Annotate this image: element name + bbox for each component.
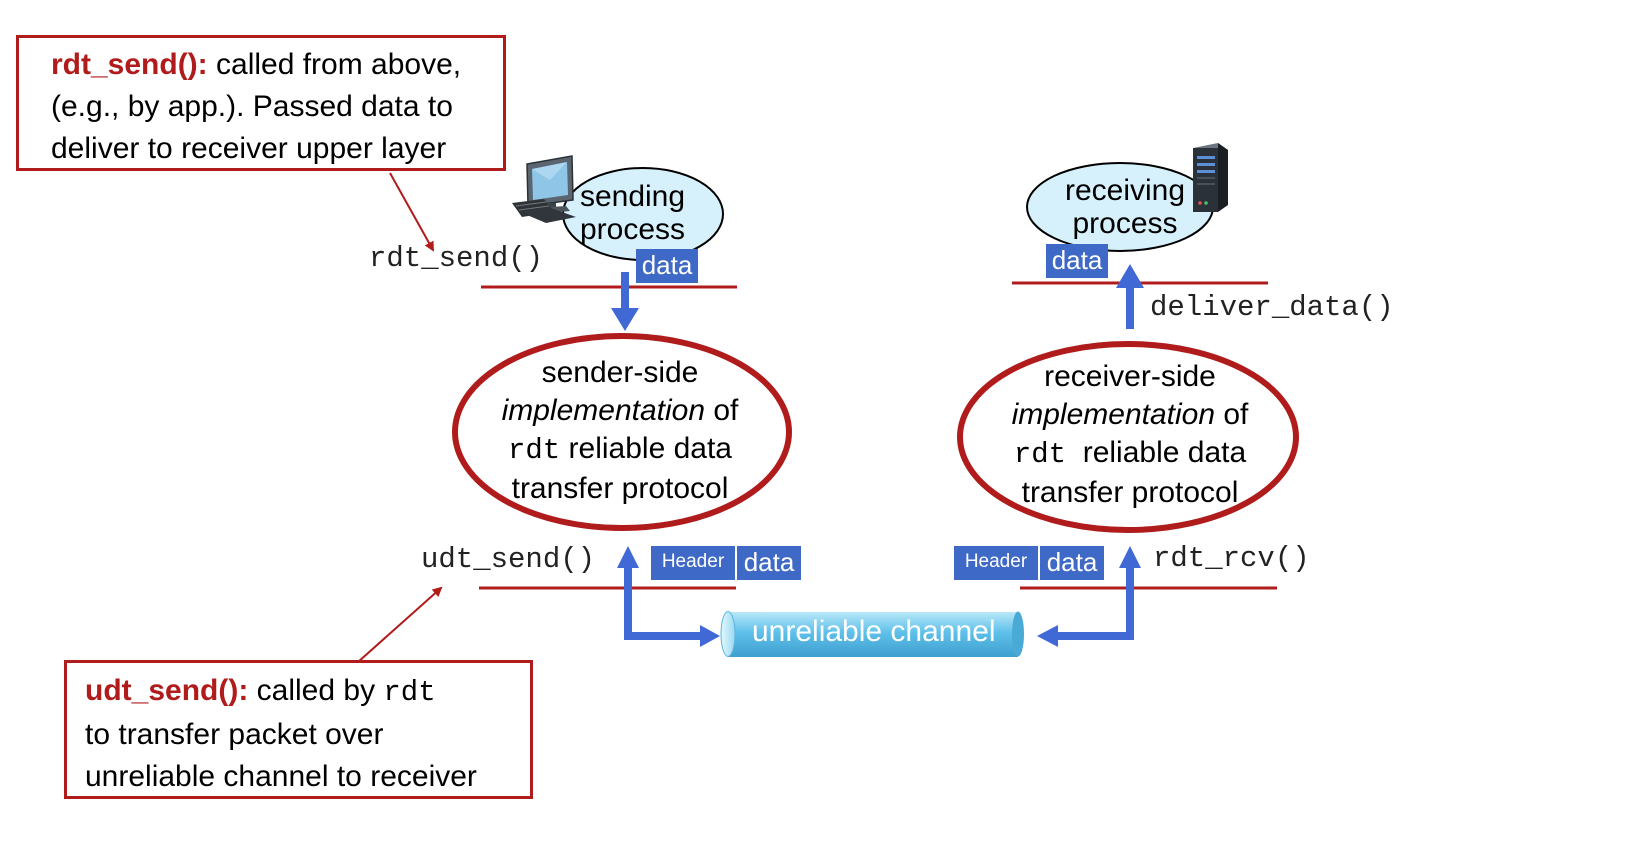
receiver-impl-line2: implementation of: [975, 396, 1285, 434]
server-tower-icon: [1193, 143, 1228, 212]
receiving-process-line2: process: [1072, 207, 1178, 240]
sender-impl-line1: sender-side: [541, 356, 699, 389]
sender-impl-italic: implementation: [501, 394, 706, 427]
sending-process-label: sending process: [560, 180, 705, 246]
rdt-send-callout-line1: rdt_send(): called from above,: [51, 44, 503, 86]
receiver-impl-code: rdt: [1013, 438, 1067, 471]
receiving-process-line1: receiving: [1064, 174, 1186, 207]
udt-send-callout-pointer: [357, 586, 443, 663]
udt-send-callout-line1: udt_send(): called by rdt: [85, 670, 530, 714]
receiver-impl-line3: rdt reliable data: [975, 434, 1285, 474]
receiver-header-tag: Header: [954, 546, 1038, 580]
sender-impl-line4: transfer protocol: [511, 472, 729, 505]
sender-down-arrow: [611, 272, 639, 331]
udt-send-callout-line1-text: called by: [248, 674, 384, 707]
rdt-send-callout-line1-text: called from above,: [207, 48, 462, 81]
rdt-send-callout-line2: (e.g., by app.). Passed data to: [51, 90, 453, 123]
receiver-impl-line3-text: reliable data: [1066, 436, 1247, 469]
receiver-packet-data-tag: data: [1040, 546, 1104, 580]
sender-impl-line3-text: reliable data: [560, 432, 732, 465]
receiver-impl-line4: transfer protocol: [1021, 476, 1239, 509]
sender-impl-code: rdt: [507, 434, 561, 467]
udt-send-callout-code: rdt: [383, 676, 436, 709]
receiver-impl-of: of: [1215, 398, 1249, 431]
sending-process-line1: sending: [579, 180, 686, 213]
udt-send-callout-line2: to transfer packet over: [85, 718, 384, 751]
receiver-implementation-label: receiver-side implementation of rdt reli…: [975, 358, 1285, 512]
sender-packet-data-tag: data: [737, 546, 801, 580]
sender-data-tag: data: [636, 249, 698, 283]
rdt-send-callout: rdt_send(): called from above, (e.g., by…: [16, 35, 506, 171]
udt-send-callout: udt_send(): called by rdt to transfer pa…: [64, 660, 533, 799]
rdt-send-callout-line3: deliver to receiver upper layer: [51, 132, 447, 165]
sender-implementation-ellipse: [452, 333, 792, 531]
udt-send-callout-line3: unreliable channel to receiver: [85, 760, 477, 793]
unreliable-channel-pipe: [720, 611, 1024, 657]
deliver-data-call-label: deliver_data(): [1150, 291, 1394, 324]
receiving-process-label: receiving process: [1048, 174, 1202, 240]
udt-send-call-label: udt_send(): [421, 543, 596, 576]
rdt-send-call-label: rdt_send(): [369, 242, 544, 275]
sending-process-line2: process: [579, 213, 686, 246]
unreliable-channel-label: unreliable channel: [752, 615, 996, 648]
sender-impl-line3: rdt reliable data: [470, 430, 770, 470]
receiver-up-arrow: [1116, 264, 1144, 329]
sender-header-tag: Header: [651, 546, 735, 580]
receiver-data-tag: data: [1046, 244, 1108, 278]
sender-impl-line2: implementation of: [470, 392, 770, 430]
rdt-send-keyword: rdt_send():: [51, 48, 208, 81]
channel-to-receiver-arrow: [1037, 546, 1141, 647]
receiver-impl-italic: implementation: [1011, 398, 1216, 431]
rdt-send-callout-pointer: [389, 172, 434, 252]
sender-to-channel-arrow: [617, 546, 720, 647]
desktop-computer-icon: [512, 155, 576, 223]
udt-send-keyword: udt_send():: [85, 674, 249, 707]
rdt-rcv-call-label: rdt_rcv(): [1153, 542, 1310, 575]
sender-impl-of: of: [705, 394, 739, 427]
sender-implementation-label: sender-side implementation of rdt reliab…: [470, 354, 770, 508]
receiver-implementation-ellipse: [957, 341, 1299, 533]
receiver-impl-line1: receiver-side: [1044, 360, 1216, 393]
